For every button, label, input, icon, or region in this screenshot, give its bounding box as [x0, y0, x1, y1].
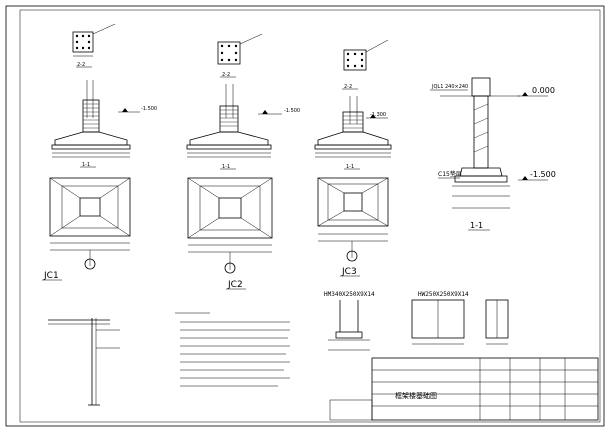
title-block: 框架楼基础图	[329, 357, 599, 421]
detail-1-1-group: JQL1 240×240 0.000 -1.500 C15垫层 1-1	[430, 77, 556, 231]
pedestal-jc3	[342, 111, 364, 133]
section-label-1-1-middle: 1-1	[222, 164, 230, 170]
column-section-jc2	[217, 41, 241, 65]
beam-label: JQL1 240×240	[431, 84, 468, 90]
elevation-detail-top: 0.000	[532, 86, 555, 95]
design-notes	[175, 312, 290, 387]
section-label-2-2-middle: 2-2	[222, 72, 230, 78]
jc2-group: 2-2 -1.500 1-1 JC2	[186, 33, 300, 290]
steel-base-a: HM340X250X9X14	[324, 291, 375, 351]
foundation-label-jc2: JC2	[227, 280, 243, 290]
column-section-jc3	[343, 49, 367, 71]
beam-section	[471, 77, 491, 97]
foundation-label-jc3: JC3	[341, 267, 357, 277]
elevation-detail-bottom: -1.500	[530, 170, 556, 179]
sheet-border	[5, 5, 605, 427]
steel-label-a: HM340X250X9X14	[324, 291, 375, 298]
elevation-jc3: -1.300	[370, 112, 386, 118]
steel-base-b: HW250X250X9X14	[411, 291, 509, 345]
elevation-jc2: -1.500	[284, 108, 300, 114]
jc3-group: 2-2 -1.300 1-1 JC3	[314, 39, 392, 277]
section-label-1-1-left: 1-1	[82, 162, 90, 168]
column-section-jc1	[72, 31, 94, 53]
plan-jc1	[49, 177, 131, 237]
section-label-detail: 1-1	[470, 221, 483, 230]
elevation-jc1: -1.500	[141, 106, 157, 112]
jc1-group: 2-2 -1.500 1-1 JC1	[42, 23, 157, 281]
plan-jc2	[187, 177, 273, 239]
plan-jc3	[317, 177, 389, 227]
section-label-1-1-right: 1-1	[346, 164, 354, 170]
section-label-2-2-right: 2-2	[344, 84, 352, 90]
inner-frame	[19, 9, 601, 423]
foundation-label-jc1: JC1	[43, 271, 59, 281]
steel-label-b: HW250X250X9X14	[418, 291, 469, 298]
c15-label: C15垫层	[438, 170, 462, 178]
lower-left-detail	[48, 318, 120, 406]
section-label-2-2-left: 2-2	[77, 62, 85, 68]
drawing-title: 框架楼基础图	[395, 391, 437, 400]
